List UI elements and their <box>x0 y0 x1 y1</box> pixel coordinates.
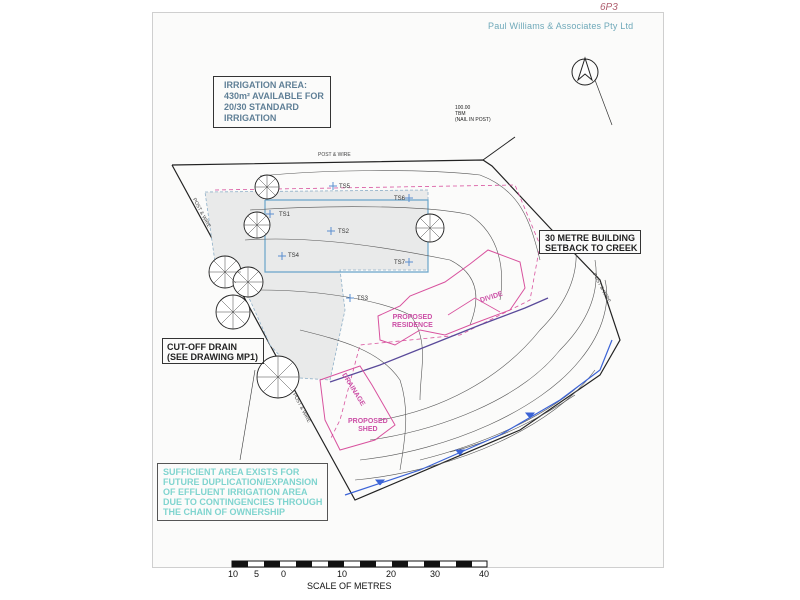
residence-line: PROPOSED <box>392 314 433 321</box>
note-line: DUE TO CONTINGENCIES THROUGH <box>163 497 323 507</box>
post-wire-label: POST & WIRE <box>318 152 351 158</box>
lot-line <box>214 184 541 441</box>
scale-tick: 10 <box>337 569 348 579</box>
test-site-label: TS7 <box>394 260 406 266</box>
note-line: SUFFICIENT AREA EXISTS FOR <box>163 467 300 477</box>
callout-line: IRRIGATION <box>224 113 277 123</box>
scale-tick: 5 <box>254 569 260 579</box>
test-site-label: TS3 <box>357 296 369 302</box>
irrigation-area-callout: IRRIGATION AREA: 430m² AVAILABLE FOR 20/… <box>213 76 331 128</box>
proposed-residence-outline <box>377 249 526 346</box>
proposed-residence-label: PROPOSED RESIDENCE <box>392 314 433 330</box>
firm-name: Paul Williams & Associates Pty Ltd <box>488 21 634 31</box>
callout-line: CUT-OFF DRAIN <box>167 342 237 352</box>
scale-tick: 40 <box>479 569 490 579</box>
north-arrow-icon <box>571 56 613 126</box>
scale-title: SCALE OF METRES <box>307 581 392 591</box>
callout-line: 30 METRE BUILDING <box>545 233 636 243</box>
test-site-label: TS6 <box>394 196 406 202</box>
note-line: THE CHAIN OF OWNERSHIP <box>163 507 286 517</box>
test-site-label: TS2 <box>338 229 350 235</box>
tbm-line: (NAIL IN POST) <box>455 117 491 123</box>
irrigation-outline <box>264 199 429 273</box>
note-line: FUTURE DUPLICATION/EXPANSION <box>163 477 318 487</box>
callout-line: IRRIGATION AREA: <box>224 80 307 90</box>
creek-arrows <box>374 479 386 486</box>
test-site-markers <box>266 182 413 302</box>
scale-bar <box>231 560 488 568</box>
scale-tick: 20 <box>386 569 397 579</box>
test-site-label: TS4 <box>288 253 300 259</box>
cutoff-drain-callout: CUT-OFF DRAIN (SEE DRAWING MP1) <box>167 342 258 362</box>
callout-line: SETBACK TO CREEK <box>545 243 638 253</box>
test-site-label: TS5 <box>339 184 351 190</box>
cutoff-drain-frame <box>162 338 264 364</box>
scale-tick: 10 <box>228 569 239 579</box>
tbm-line: TBM <box>455 111 466 117</box>
shed-line: PROPOSED <box>348 418 388 425</box>
residence-line: RESIDENCE <box>392 322 433 329</box>
proposed-shed-label: PROPOSED SHED <box>348 418 388 434</box>
cutoff-drain-line <box>329 297 549 383</box>
test-site-label: TS1 <box>279 212 291 218</box>
note-line: OF EFFLUENT IRRIGATION AREA <box>163 487 308 497</box>
proposed-shed-outline <box>319 365 396 451</box>
property-boundary <box>171 159 621 501</box>
callout-line: 430m² AVAILABLE FOR <box>224 91 324 101</box>
scale-tick: 30 <box>430 569 441 579</box>
tbm-label: 100.00 TBM (NAIL IN POST) <box>455 105 500 123</box>
scale-tick: 0 <box>281 569 287 579</box>
handwritten-note: 6P3 <box>600 2 618 13</box>
callout-line: (SEE DRAWING MP1) <box>167 352 259 362</box>
tbm-line: 100.00 <box>455 105 471 111</box>
sufficient-area-note: SUFFICIENT AREA EXISTS FOR FUTURE DUPLIC… <box>157 463 328 521</box>
setback-callout: 30 METRE BUILDING SETBACK TO CREEK <box>539 230 641 254</box>
callout-line: 20/30 STANDARD <box>224 102 299 112</box>
shed-line: SHED <box>358 426 378 433</box>
